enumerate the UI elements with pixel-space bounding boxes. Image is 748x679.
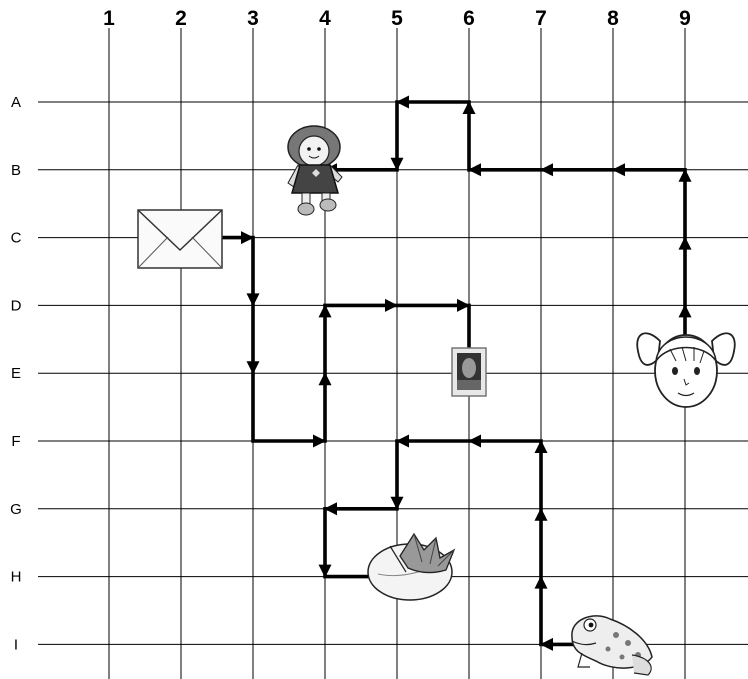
column-label-6: 6 xyxy=(463,7,475,30)
row-label-D: D xyxy=(11,297,22,314)
column-labels: 1 2 3 4 5 6 7 8 9 xyxy=(103,7,691,30)
column-label-3: 3 xyxy=(247,7,259,30)
arrowhead-down xyxy=(247,361,260,374)
path-frog-to-lily-pad xyxy=(319,435,614,651)
row-label-B: B xyxy=(11,162,21,179)
path-girl-to-doll xyxy=(324,96,692,374)
photo-icon xyxy=(452,348,486,396)
column-label-1: 1 xyxy=(103,7,115,30)
column-label-8: 8 xyxy=(607,7,619,30)
girl-face-icon xyxy=(637,333,735,407)
arrowhead-left xyxy=(540,163,553,176)
row-label-H: H xyxy=(11,569,22,586)
column-label-7: 7 xyxy=(535,7,547,30)
column-label-4: 4 xyxy=(319,7,331,30)
picture-icons xyxy=(138,126,735,675)
row-label-A: A xyxy=(11,94,21,111)
arrowhead-right xyxy=(385,299,398,312)
column-label-5: 5 xyxy=(391,7,403,30)
row-label-G: G xyxy=(10,501,22,518)
arrowhead-up xyxy=(319,372,332,385)
envelope-icon xyxy=(138,210,222,268)
arrowhead-left xyxy=(612,163,625,176)
row-label-F: F xyxy=(11,433,20,450)
row-labels: A B C D E F G H I xyxy=(10,94,22,653)
row-label-I: I xyxy=(14,636,18,653)
arrowhead-up xyxy=(679,237,692,250)
arrowhead-down xyxy=(247,293,260,306)
doll-icon xyxy=(288,126,342,215)
arrowhead-up xyxy=(535,508,548,521)
lily-pad-icon xyxy=(368,534,454,600)
frog-icon xyxy=(572,616,652,675)
arrowhead-up xyxy=(679,304,692,317)
arrowhead-up xyxy=(535,576,548,589)
path-envelope-to-lily-pad xyxy=(181,231,476,447)
arrowhead-left xyxy=(468,435,481,448)
column-label-9: 9 xyxy=(679,7,691,30)
row-label-E: E xyxy=(11,365,21,382)
row-label-C: C xyxy=(11,230,22,247)
column-label-2: 2 xyxy=(175,7,187,30)
